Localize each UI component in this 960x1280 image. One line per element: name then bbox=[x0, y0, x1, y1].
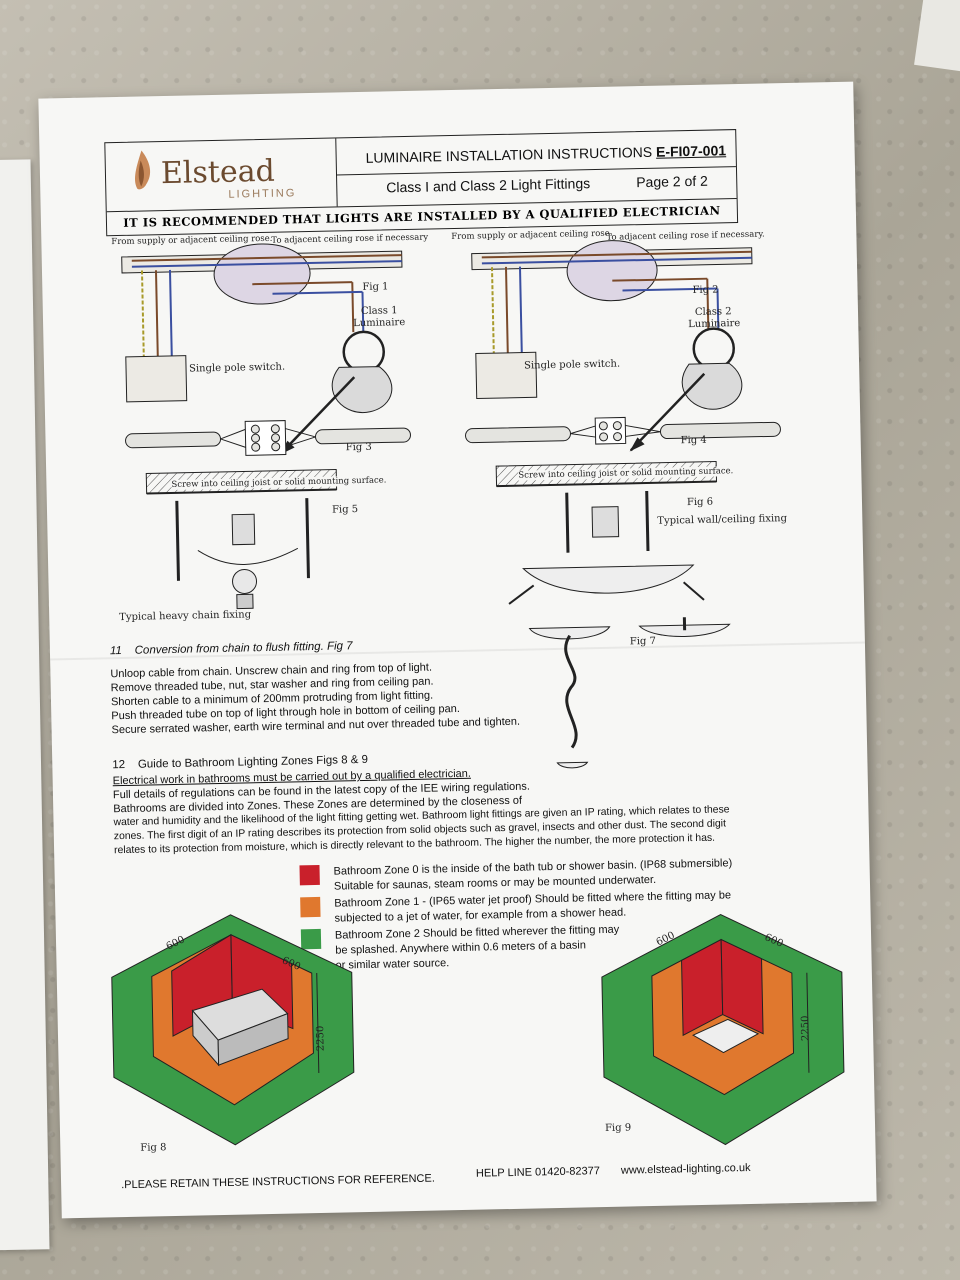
wiring-diagram-fig1-fig2 bbox=[121, 240, 753, 455]
flame-logo-icon bbox=[135, 150, 151, 190]
bathroom-zones-fig9 bbox=[601, 913, 845, 1146]
fig3-label: Fig 3 bbox=[345, 441, 372, 454]
adjacent-sheet-right bbox=[914, 0, 960, 75]
page-number: Page 2 of 2 bbox=[636, 172, 709, 191]
switch-label-left: Single pole switch. bbox=[188, 361, 286, 375]
fig8-label: Fig 8 bbox=[140, 1142, 167, 1154]
fig5-label: Fig 5 bbox=[331, 504, 359, 516]
dim-2250-b: 2250 bbox=[799, 1015, 812, 1042]
instruction-sheet: Elstead LIGHTING LUMINAIRE INSTALLATION … bbox=[38, 81, 877, 1219]
fig6-label: Fig 6 bbox=[686, 496, 714, 509]
brand-subtitle: LIGHTING bbox=[228, 187, 297, 201]
class1-luminaire-label: Luminaire bbox=[353, 317, 406, 330]
bathroom-zones-fig8 bbox=[111, 914, 355, 1146]
fig7-label: Fig 7 bbox=[629, 635, 657, 648]
website-link[interactable]: www.elstead-lighting.co.uk bbox=[620, 1161, 751, 1177]
document-code: E-FI07-001 bbox=[655, 142, 727, 160]
header-box: Elstead LIGHTING LUMINAIRE INSTALLATION … bbox=[104, 129, 739, 237]
section-12-heading: 12 Guide to Bathroom Lighting Zones Figs… bbox=[112, 753, 369, 772]
fig1-label: Fig 1 bbox=[362, 281, 389, 293]
connector-diagram-fig3-fig4 bbox=[125, 416, 781, 456]
logo: Elstead LIGHTING bbox=[105, 138, 338, 212]
fig9-label: Fig 9 bbox=[604, 1122, 632, 1135]
switch-label-right: Single pole switch. bbox=[523, 358, 621, 372]
class1-label: Class 1 bbox=[360, 305, 398, 317]
dim-2250-a: 2250 bbox=[315, 1025, 327, 1052]
class2-luminaire-label: Luminaire bbox=[688, 318, 741, 331]
flush-conversion-diagram-fig7 bbox=[528, 617, 731, 769]
document-title: LUMINAIRE INSTALLATION INSTRUCTIONS E-FI… bbox=[365, 142, 727, 166]
helpline: HELP LINE 01420-82377 bbox=[475, 1165, 601, 1180]
class2-label: Class 2 bbox=[694, 306, 732, 318]
brand-name: Elstead bbox=[160, 153, 276, 192]
fig2-label: Fig 2 bbox=[692, 284, 719, 296]
retain-notice: .PLEASE RETAIN THESE INSTRUCTIONS FOR RE… bbox=[121, 1172, 435, 1192]
zone-0-swatch bbox=[299, 864, 320, 886]
fig4-label: Fig 4 bbox=[680, 434, 707, 447]
document-subtitle: Class I and Class 2 Light Fittings bbox=[386, 175, 591, 196]
